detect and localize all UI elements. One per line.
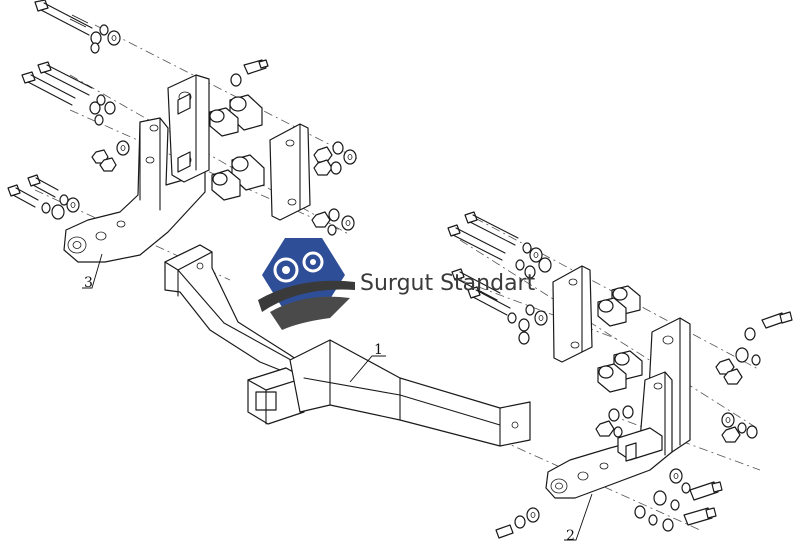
callout-label-left-bracket: 3 [84, 275, 93, 291]
bolt [689, 481, 723, 501]
upper-spacers [209, 94, 265, 201]
right-bolts [447, 211, 793, 539]
callout-2: 2 [564, 493, 593, 544]
bolt [34, 0, 93, 36]
bolt [447, 224, 506, 261]
watermark-text: Surgut Standart [360, 271, 536, 296]
left-backing-plate [269, 123, 311, 221]
left-bracket [63, 74, 210, 263]
bolt [451, 268, 501, 301]
right-spacers [597, 285, 643, 393]
right-backing-plate [552, 265, 593, 363]
receiver-hitch [164, 244, 531, 447]
callout-label-receiver: 1 [374, 342, 383, 358]
bolt [27, 174, 59, 198]
callout-3: 3 [82, 253, 103, 291]
bolt [761, 311, 793, 329]
bolt [7, 184, 39, 208]
bolt [683, 507, 717, 526]
callout-label-right-bracket: 2 [566, 528, 575, 544]
watermark-logo [258, 238, 355, 330]
right-washers [507, 242, 761, 532]
bolt [37, 61, 93, 96]
bolt [467, 286, 511, 316]
upper-left-bolts [7, 0, 93, 208]
bolt [495, 524, 514, 539]
left-plate-nuts [311, 141, 357, 236]
right-bracket [545, 317, 691, 499]
upper-left-washers [41, 24, 269, 220]
bolt [21, 71, 76, 106]
bolt [464, 211, 519, 246]
callout-1: 1 [349, 342, 386, 383]
